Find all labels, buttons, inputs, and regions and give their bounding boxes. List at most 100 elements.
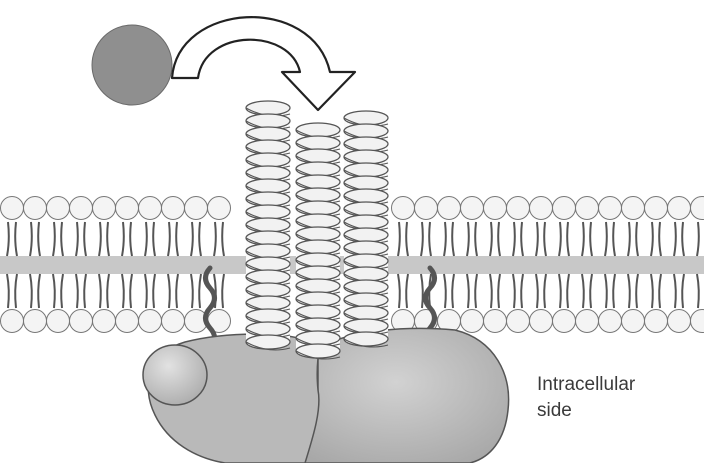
lipid-tail <box>613 274 615 308</box>
label-line-2: side <box>537 398 687 424</box>
label-line-1: Intracellular <box>537 372 687 398</box>
lipid-head <box>70 197 93 220</box>
lipid-head <box>93 197 116 220</box>
lipid-tail <box>582 274 584 308</box>
helix-turn <box>296 162 340 176</box>
lipid-head <box>691 310 704 333</box>
lipid-tail <box>30 222 32 256</box>
helix-turn <box>246 127 290 141</box>
lipid-head <box>47 310 70 333</box>
helix-turn <box>344 267 388 281</box>
lipid-tail <box>467 222 469 256</box>
helix-turn <box>344 306 388 320</box>
lipid-tail <box>521 274 523 308</box>
lipid-tail <box>7 222 9 256</box>
lipid-tail <box>191 274 193 308</box>
intracellular-side-label: Intracellular side <box>537 372 687 424</box>
lipid-tail <box>605 274 607 308</box>
helix-turn <box>246 322 290 336</box>
helix-turn <box>344 293 388 307</box>
lipid-tail <box>444 222 446 256</box>
lipid-tail <box>674 274 676 308</box>
lipid-tail <box>199 274 201 308</box>
lipid-head <box>24 310 47 333</box>
lipid-head <box>24 197 47 220</box>
lipid-tail <box>651 222 653 256</box>
helix-turn <box>246 335 290 349</box>
helix-turn <box>296 188 340 202</box>
lipid-tail <box>636 222 638 256</box>
lipid-head <box>438 197 461 220</box>
lipid-tail <box>153 222 155 256</box>
lipid-head <box>93 310 116 333</box>
lipid-head <box>1 310 24 333</box>
helix-turn <box>246 166 290 180</box>
helix-turn <box>344 280 388 294</box>
lipid-tail <box>406 222 408 256</box>
lipid-head <box>70 310 93 333</box>
lipid-head <box>530 310 553 333</box>
ligand-circle-icon <box>92 25 172 105</box>
lipid-head <box>576 197 599 220</box>
lipid-head <box>691 197 704 220</box>
helix-turn <box>296 331 340 345</box>
lipid-head <box>162 310 185 333</box>
lipid-tail <box>107 274 109 308</box>
lipid-tail <box>544 222 546 256</box>
helix-turn <box>344 215 388 229</box>
lipid-tail <box>176 222 178 256</box>
lipid-tail <box>444 274 446 308</box>
lipid-head <box>139 197 162 220</box>
helix-turn <box>344 176 388 190</box>
helix-turn <box>344 254 388 268</box>
lipid-head <box>1 197 24 220</box>
lipid-head <box>162 197 185 220</box>
helix-turn <box>296 175 340 189</box>
helix <box>246 101 290 350</box>
helix-turn <box>246 205 290 219</box>
lipid-head <box>116 310 139 333</box>
lipid-head <box>622 310 645 333</box>
lipid-tail <box>76 222 78 256</box>
g-protein-gamma-subunit <box>143 345 207 405</box>
helix-turn <box>344 111 388 125</box>
helix-turn <box>246 179 290 193</box>
helix-turn <box>344 124 388 138</box>
helix-turn <box>344 202 388 216</box>
helix-turn <box>344 228 388 242</box>
helix-turn <box>296 214 340 228</box>
lipid-tail <box>199 222 201 256</box>
lipid-head <box>622 197 645 220</box>
helix-turn <box>344 189 388 203</box>
lipid-head <box>576 310 599 333</box>
lipid-head <box>668 197 691 220</box>
lipid-tail <box>659 274 661 308</box>
lipid-tail <box>53 274 55 308</box>
helix-turn <box>296 344 340 358</box>
lipid-tail <box>191 222 193 256</box>
helix-turn <box>296 266 340 280</box>
lipid-head <box>461 310 484 333</box>
helix-turn <box>296 253 340 267</box>
helix-turn <box>246 231 290 245</box>
lipid-head <box>599 310 622 333</box>
helix-turn <box>246 140 290 154</box>
lipid-tail <box>513 274 515 308</box>
helix-turn <box>344 137 388 151</box>
lipid-head <box>553 197 576 220</box>
lipid-tail <box>99 222 101 256</box>
lipid-tail <box>559 222 561 256</box>
lipid-tail <box>513 222 515 256</box>
lipid-tail <box>107 222 109 256</box>
lipid-tail <box>682 222 684 256</box>
helix-turn <box>246 257 290 271</box>
lipid-tail <box>498 274 500 308</box>
lipid-tail <box>38 274 40 308</box>
lipid-tail <box>490 274 492 308</box>
lipid-tail <box>559 274 561 308</box>
lipid-tail <box>61 222 63 256</box>
lipid-tail <box>452 222 454 256</box>
lipid-head <box>415 197 438 220</box>
helix-turn <box>296 136 340 150</box>
